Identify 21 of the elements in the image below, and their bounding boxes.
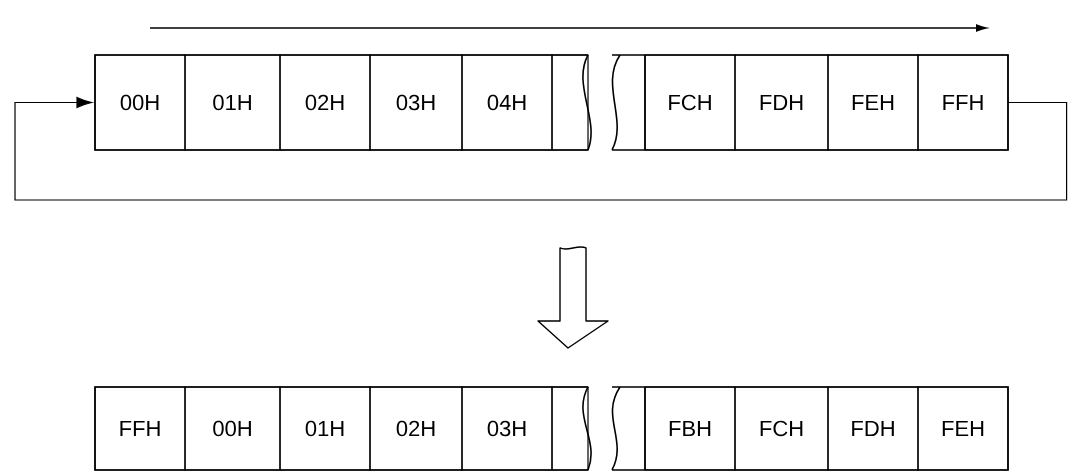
memory-cell: FFH bbox=[917, 54, 1009, 151]
memory-cell: FDH bbox=[734, 54, 829, 151]
memory-cell: 00H bbox=[184, 386, 281, 471]
memory-cell: FCH bbox=[644, 54, 736, 151]
memory-cell: FFH bbox=[94, 386, 186, 471]
loop-arrow bbox=[14, 96, 1068, 201]
memory-cell: FDH bbox=[827, 386, 919, 471]
memory-cell: 00H bbox=[94, 54, 186, 151]
memory-cell: FEH bbox=[917, 386, 1009, 471]
memory-cell: 02H bbox=[279, 54, 371, 151]
memory-cell bbox=[551, 54, 589, 151]
memory-cell: FEH bbox=[827, 54, 919, 151]
memory-cell: FBH bbox=[644, 386, 736, 471]
memory-cell: 01H bbox=[184, 54, 281, 151]
memory-cell: 01H bbox=[279, 386, 371, 471]
memory-cell bbox=[551, 386, 589, 471]
memory-cell: 04H bbox=[461, 54, 553, 151]
memory-cell: 03H bbox=[461, 386, 553, 471]
memory-cell: FCH bbox=[734, 386, 829, 471]
memory-cell: 03H bbox=[369, 54, 463, 151]
memory-cell: 02H bbox=[369, 386, 463, 471]
